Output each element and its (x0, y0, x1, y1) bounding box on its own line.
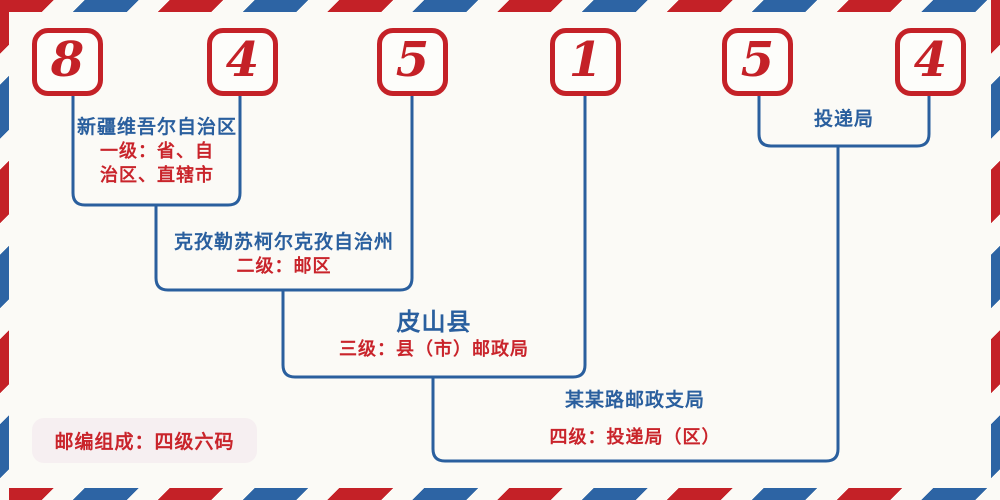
label-level4: 某某路邮政支局 四级：投递局（区） (465, 387, 805, 450)
level2-desc: 二级：邮区 (236, 256, 332, 277)
digit-2: 4 (225, 32, 260, 88)
delivery-office-name: 投递局 (813, 108, 874, 130)
bracket-delivery (757, 96, 931, 148)
digit-box-2: 4 (207, 28, 278, 96)
level2-region-name: 克孜勒苏柯尔克孜自治州 (173, 231, 394, 253)
postal-code-composition-badge: 邮编组成：四级六码 (32, 418, 257, 463)
level4-office-name: 某某路邮政支局 (564, 389, 705, 411)
level1-region-name: 新疆维吾尔自治区 (76, 116, 237, 138)
label-level1: 新疆维吾尔自治区 一级：省、自 治区、直辖市 (56, 114, 258, 188)
digit-box-4: 1 (550, 28, 621, 96)
airmail-border-top (0, 0, 1000, 12)
digit-box-5: 5 (722, 28, 793, 96)
digit-box-1: 8 (32, 28, 103, 96)
digit-6: 4 (913, 32, 948, 88)
level3-region-name: 皮山县 (396, 308, 472, 336)
digit-box-3: 5 (377, 28, 448, 96)
label-level2: 克孜勒苏柯尔克孜自治州 二级：邮区 (144, 229, 424, 279)
digit-box-6: 4 (895, 28, 966, 96)
digit-1: 8 (50, 32, 85, 88)
level1-desc-line1: 一级：省、自 (100, 141, 214, 162)
airmail-border-bottom (0, 488, 1000, 500)
level4-desc: 四级：投递局（区） (549, 427, 721, 448)
bracket-level4 (431, 146, 840, 463)
label-level3: 皮山县 三级：县（市）邮政局 (284, 306, 584, 362)
level1-desc-line2: 治区、直辖市 (100, 165, 214, 186)
airmail-border-left (0, 0, 9, 500)
label-delivery-office: 投递局 (744, 106, 944, 132)
digit-5: 5 (740, 32, 775, 88)
composition-badge-text: 邮编组成：四级六码 (54, 431, 235, 453)
airmail-border-right (991, 0, 1000, 500)
level3-desc: 三级：县（市）邮政局 (339, 339, 529, 360)
digit-3: 5 (395, 32, 430, 88)
digit-4: 1 (568, 32, 603, 88)
